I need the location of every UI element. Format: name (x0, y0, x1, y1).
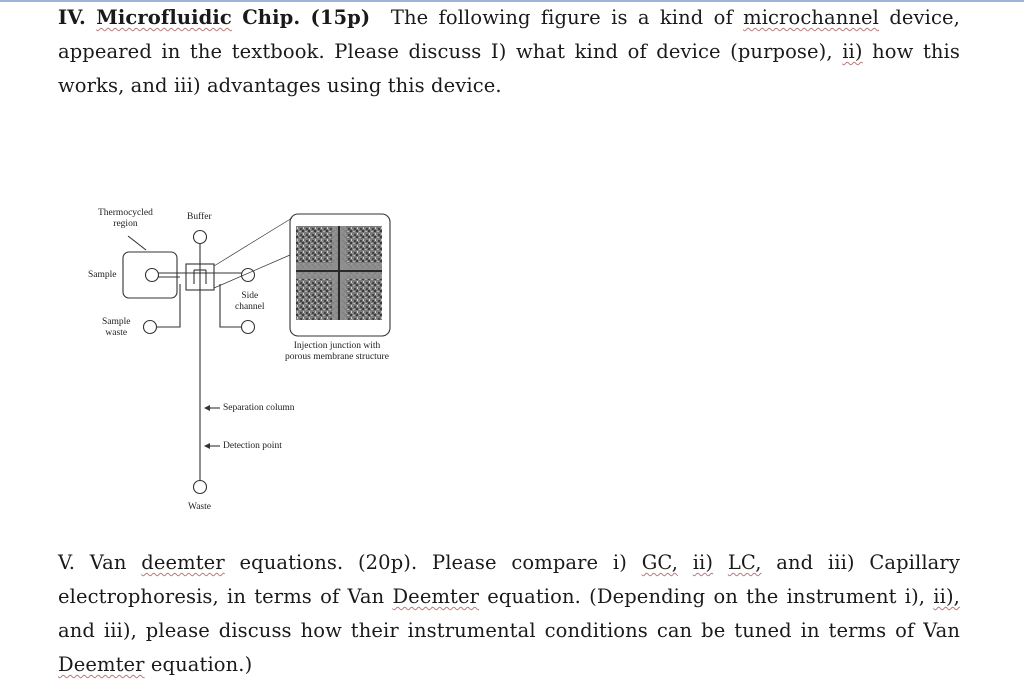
label-waste: Waste (188, 502, 211, 512)
question-iv-word-ii: ii) (842, 40, 863, 63)
zoom-line-bottom (213, 254, 291, 289)
question-iv-text-a: The following figure is a kind of (390, 6, 733, 29)
question-iv-word-microchannel: microchannel (743, 6, 880, 29)
question-v-word-deemter: deemter (141, 551, 225, 574)
question-v-text-d: and iii) Capillary electrophoresis, in t… (58, 551, 960, 608)
question-v-text-f: and iii), please discuss how their instr… (58, 619, 960, 642)
question-v-word-deemter-3: Deemter (58, 653, 145, 676)
label-thermocycled-line1: Thermocycled (98, 208, 153, 218)
buffer-reservoir (192, 229, 208, 245)
question-iv-text-b: device, appeared in the textbook. Please… (58, 6, 960, 63)
label-sample: Sample (88, 270, 117, 280)
label-side-channel-line2: channel (235, 302, 265, 312)
side-channel-lower (219, 284, 242, 328)
microchip-figure: Thermocycled region Buffer Sample Side c… (80, 200, 420, 520)
question-iv-points: (15p) (310, 6, 371, 29)
question-iv-text-c: how this works, and iii) advantages usin… (58, 40, 960, 97)
label-thermocycled: Thermocycled region (98, 208, 153, 230)
question-iv-topic: Microfluidic (96, 6, 232, 29)
inset-micrograph (296, 226, 382, 320)
question-v-text-b: equations. (20p). Please compare i) (239, 551, 627, 574)
microchip-diagram (122, 213, 391, 495)
sample-reservoir (144, 267, 160, 283)
side-channel-reservoir-top (240, 267, 256, 283)
question-v-text-g: equation.) (150, 653, 253, 676)
label-separation-column: Separation column (223, 403, 295, 413)
question-v: V. Van deemter equations. (20p). Please … (58, 546, 960, 682)
question-iv: IV. Microfluidic Chip. (15p) The followi… (58, 1, 960, 103)
label-injection-junction: Injection junction with porous membrane … (285, 341, 389, 363)
label-sample-waste-line2: waste (105, 328, 128, 338)
side-channel-reservoir-bottom (240, 319, 256, 335)
thermocycled-region-box (122, 251, 178, 299)
label-injection-line2: porous membrane structure (285, 352, 389, 362)
separation-arrow-head (204, 405, 210, 411)
sample-waste-channel (156, 284, 181, 328)
thermocycled-pointer (127, 235, 147, 251)
label-side-channel-line1: Side (241, 291, 259, 301)
question-iv-number: IV. (58, 6, 86, 29)
question-v-word-ii: ii) (692, 551, 714, 574)
detection-arrow-head (204, 443, 210, 449)
label-injection-line1: Injection junction with (293, 341, 381, 351)
question-v-text-a: V. Van (58, 551, 127, 574)
question-v-word-ii-2: ii), (933, 585, 960, 608)
question-v-text-e: equation. (Depending on the instrument i… (487, 585, 926, 608)
sample-waste-reservoir (142, 319, 158, 335)
label-side-channel: Side channel (235, 291, 265, 313)
question-v-word-deemter-2: Deemter (392, 585, 480, 608)
label-sample-waste-line1: Sample (102, 317, 131, 327)
label-detection-point: Detection point (223, 441, 282, 451)
top-rule (0, 0, 1024, 2)
zoom-line-top (213, 217, 293, 267)
question-v-word-gc: GC, (641, 551, 678, 574)
label-sample-waste: Sample waste (102, 317, 131, 339)
waste-reservoir (192, 479, 208, 495)
label-buffer: Buffer (187, 212, 212, 222)
label-thermocycled-line2: region (113, 219, 138, 229)
question-v-word-lc: LC, (727, 551, 762, 574)
question-iv-topic-rest: Chip. (242, 6, 301, 29)
inset-frame (289, 213, 391, 337)
